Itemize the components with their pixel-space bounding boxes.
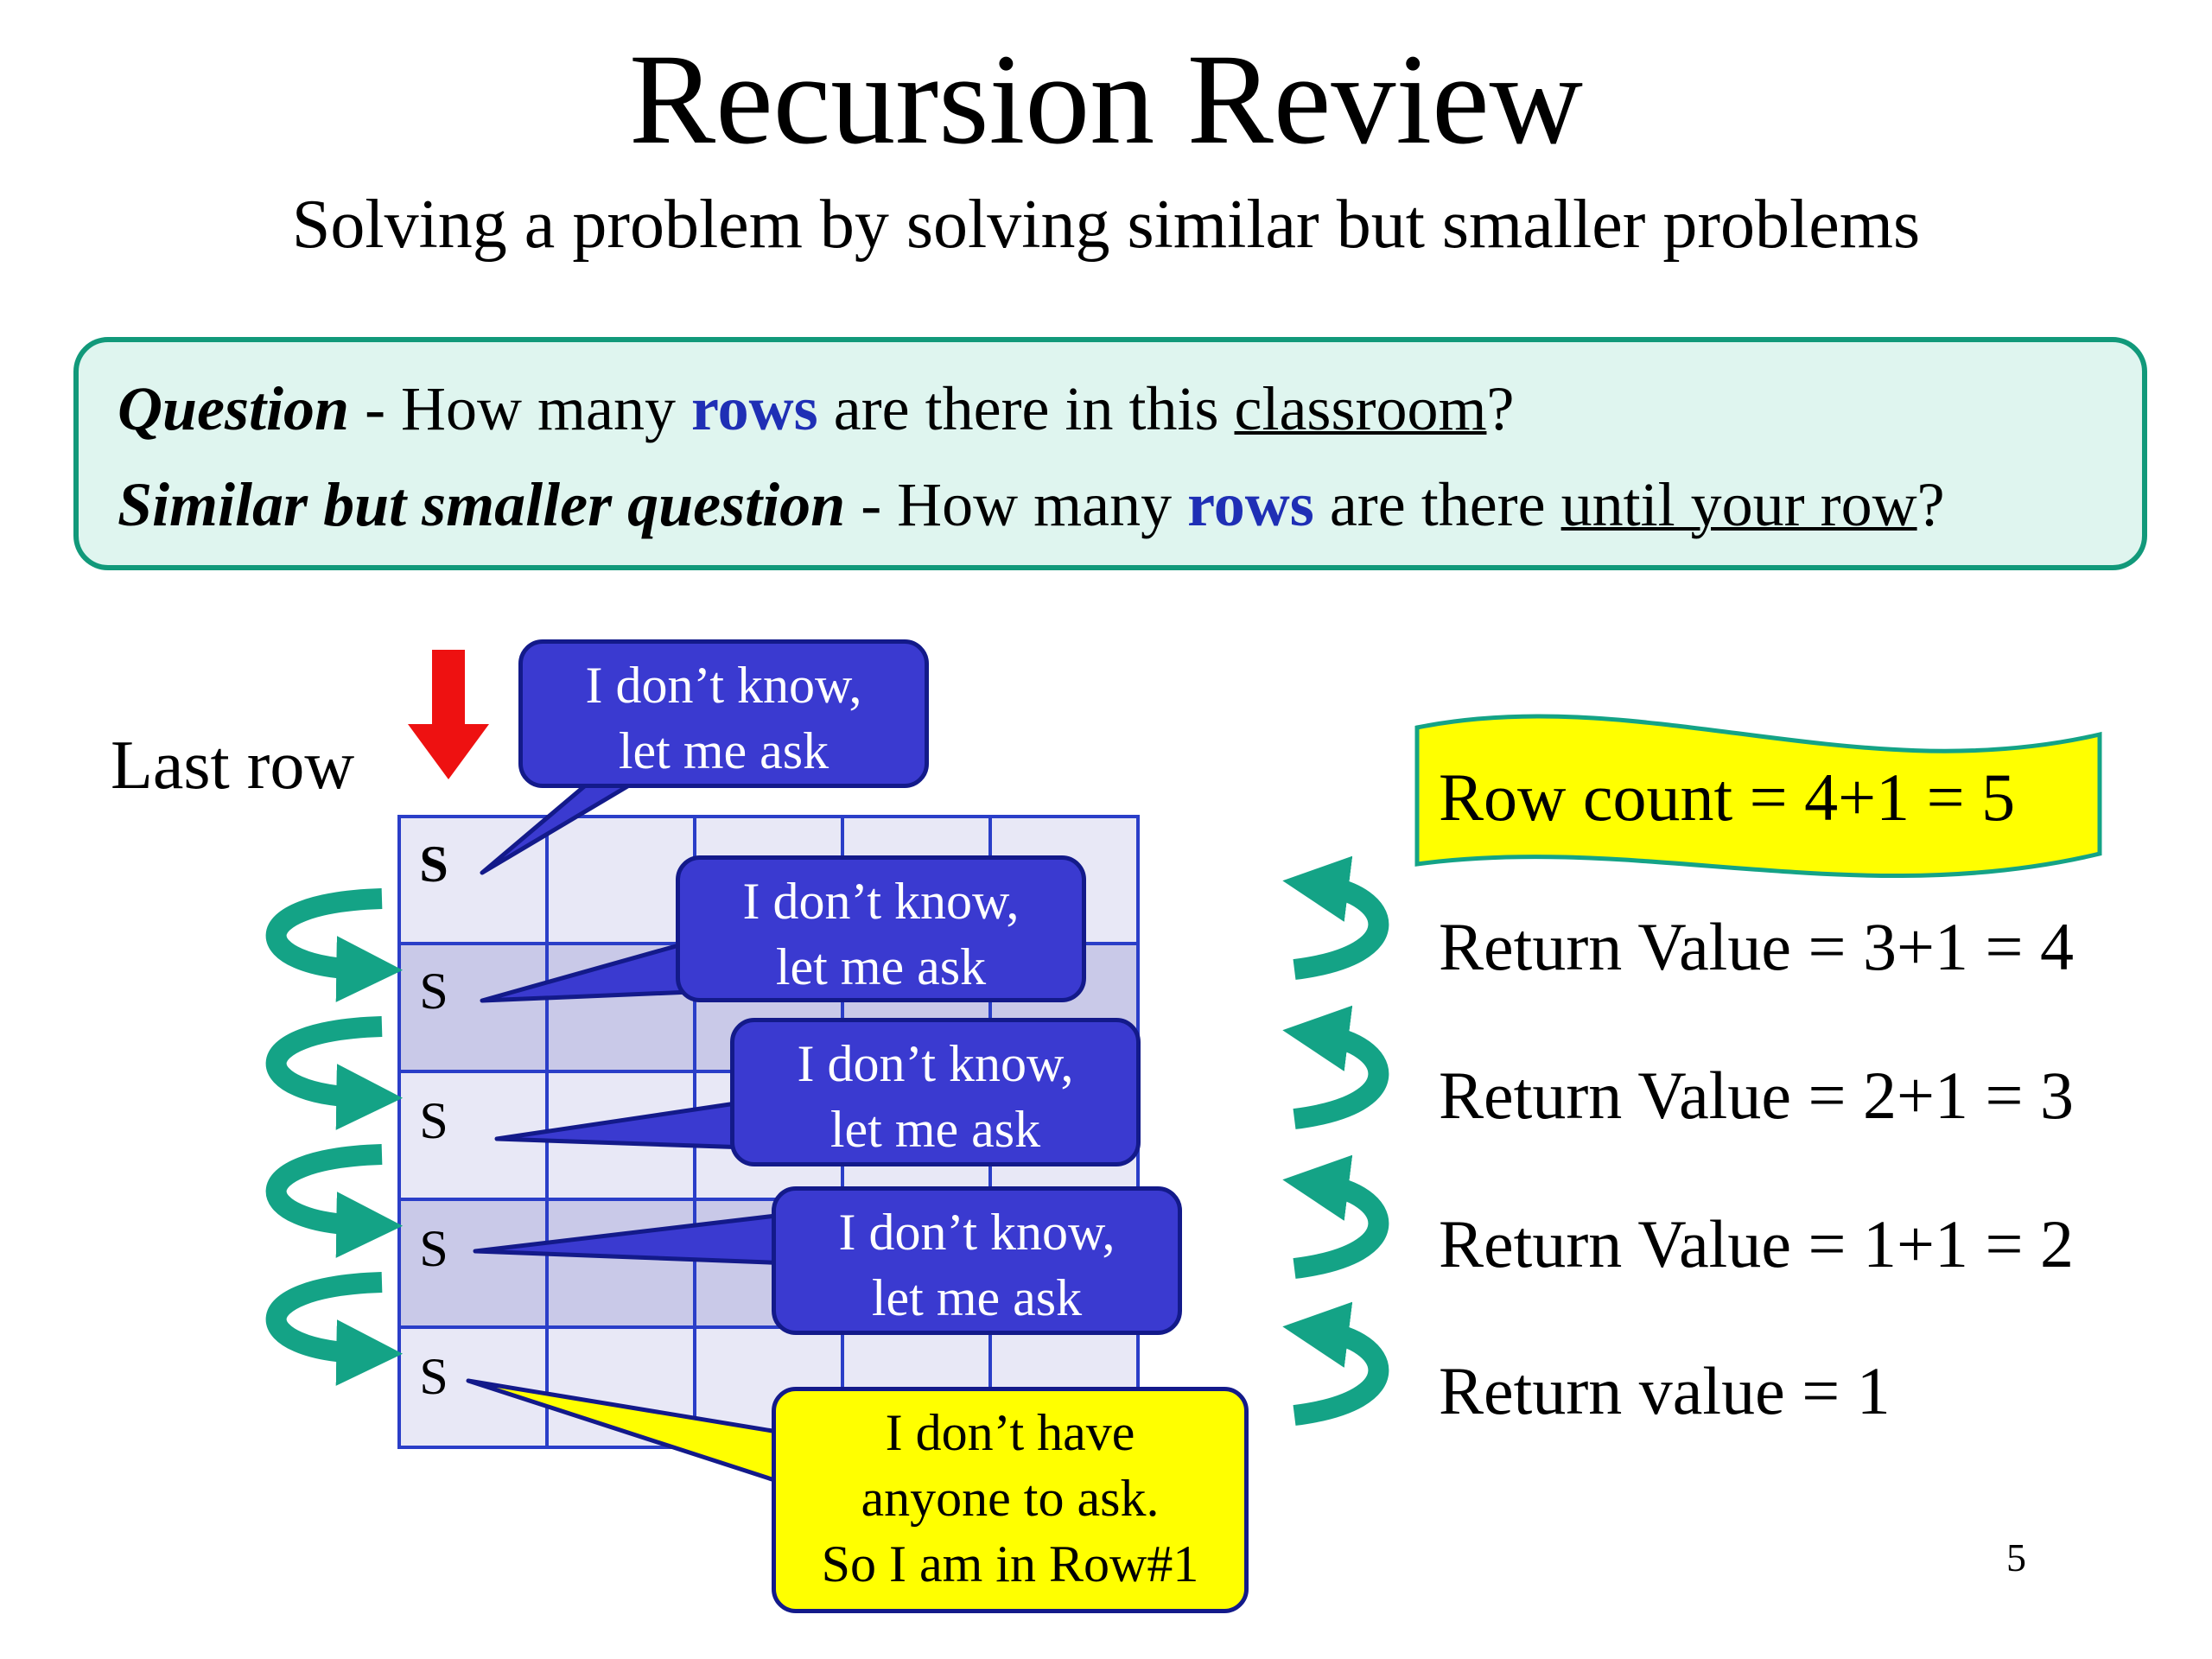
- underlined-until-your-row: until your row: [1560, 470, 1917, 539]
- bubble-text: let me ask: [775, 938, 987, 995]
- keyword-rows: rows: [1187, 470, 1314, 539]
- question-line: Question - How many rows are there in th…: [118, 370, 1514, 448]
- keyword-rows: rows: [691, 374, 818, 443]
- bubble-text: I don’t know,: [838, 1204, 1116, 1261]
- return-value-text: Return Value = 3+1 = 4: [1439, 909, 2074, 984]
- bubble-text: let me ask: [830, 1101, 1041, 1158]
- return-value-text: Return Value = 1+1 = 2: [1439, 1206, 2074, 1281]
- right-return-arrows: [1282, 855, 1389, 1426]
- speech-bubble: I don’t know, let me ask: [772, 1186, 1182, 1335]
- bubble-text: So I am in Row#1: [821, 1535, 1199, 1592]
- seat-label: S: [419, 963, 448, 1020]
- question-text: ?: [1916, 470, 1945, 539]
- red-down-arrow-icon: [408, 650, 489, 779]
- speech-bubble: I don’t know, let me ask: [676, 855, 1086, 1002]
- curved-arrow-icon: [1282, 1154, 1389, 1279]
- curved-arrow-icon: [265, 888, 404, 1002]
- row-count-banner: [1414, 714, 2102, 879]
- question-text: ?: [1486, 374, 1515, 443]
- bubble-text: anyone to ask.: [861, 1470, 1160, 1527]
- speech-bubble: I don’t know, let me ask: [518, 639, 929, 788]
- slide-subtitle: Solving a problem by solving similar but…: [291, 187, 1921, 263]
- bubble-text: I don’t know,: [585, 657, 862, 714]
- bubble-text: I don’t have: [885, 1404, 1135, 1461]
- smaller-question-label: Similar but smaller question: [118, 470, 846, 539]
- underlined-classroom: classroom: [1234, 374, 1487, 443]
- seat-label: S: [419, 1220, 448, 1277]
- last-row-label: Last row: [111, 728, 355, 804]
- curved-arrow-icon: [1282, 855, 1389, 980]
- left-recursion-arrows: [265, 888, 404, 1386]
- question-text: - How many: [349, 374, 692, 443]
- page-number: 5: [2006, 1535, 2026, 1580]
- seat-label: S: [419, 1092, 448, 1149]
- final-speech-bubble: I don’t have anyone to ask. So I am in R…: [772, 1387, 1249, 1613]
- question-text: are there: [1313, 470, 1561, 539]
- bubble-text: I don’t know,: [742, 873, 1020, 930]
- curved-arrow-icon: [1282, 1005, 1389, 1129]
- curved-arrow-icon: [1282, 1301, 1389, 1426]
- slide-title: Recursion Review: [629, 28, 1583, 171]
- return-value-text: Return Value = 2+1 = 3: [1439, 1058, 2074, 1133]
- row-count-text: Row count = 4+1 = 5: [1439, 760, 2016, 835]
- question-text: - How many: [845, 470, 1188, 539]
- bubble-text: let me ask: [618, 722, 830, 779]
- smaller-question-line: Similar but smaller question - How many …: [118, 466, 1945, 543]
- question-box: Question - How many rows are there in th…: [73, 337, 2147, 570]
- seat-label: S: [419, 836, 448, 893]
- bubble-text: I don’t know,: [797, 1035, 1074, 1092]
- seat-label: S: [419, 1348, 448, 1405]
- curved-arrow-icon: [265, 1272, 404, 1386]
- bubble-text: let me ask: [871, 1269, 1083, 1326]
- question-text: are there in this: [817, 374, 1235, 443]
- curved-arrow-icon: [265, 1144, 404, 1258]
- question-label: Question: [118, 374, 350, 443]
- curved-arrow-icon: [265, 1016, 404, 1130]
- speech-bubble: I don’t know, let me ask: [730, 1018, 1141, 1166]
- return-value-text: Return value = 1: [1439, 1353, 1891, 1428]
